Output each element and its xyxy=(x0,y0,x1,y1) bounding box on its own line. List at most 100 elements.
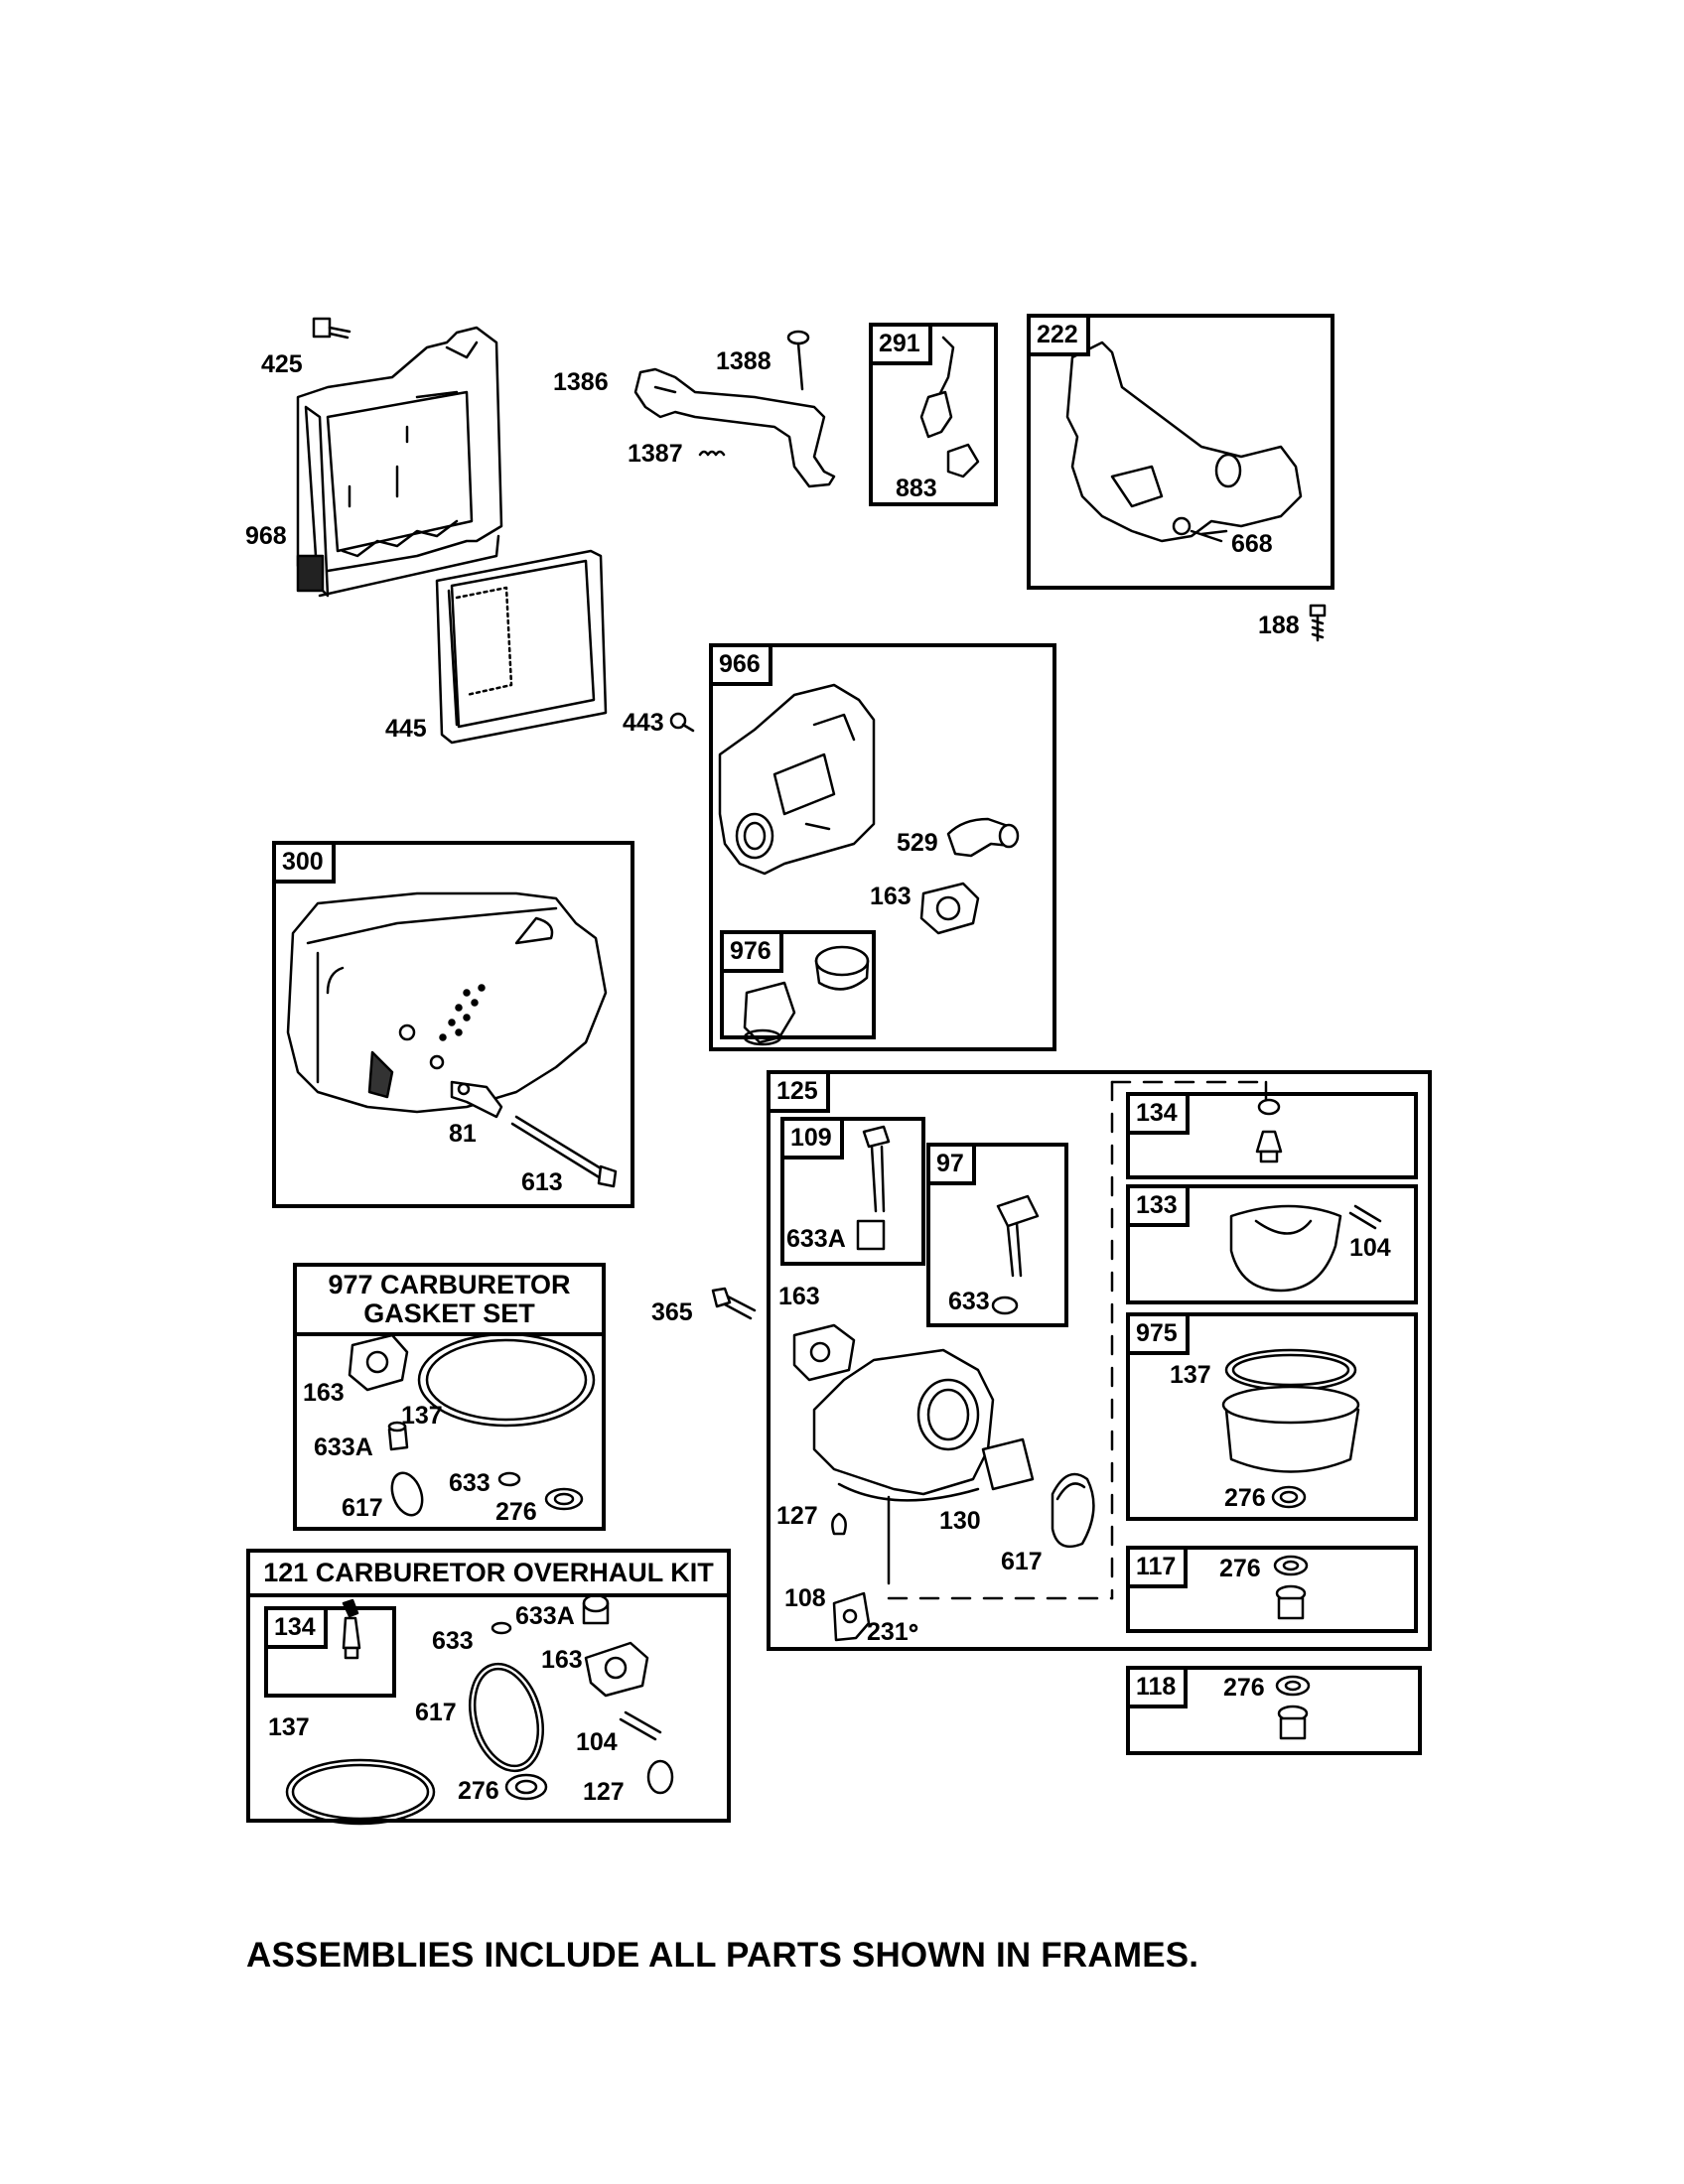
callout-104-133: 104 xyxy=(1349,1234,1391,1262)
screw-613-drawing xyxy=(512,1117,616,1186)
callout-445: 445 xyxy=(385,715,427,743)
air-cleaner-base-968-drawing xyxy=(298,328,501,596)
callout-617-125: 617 xyxy=(1001,1548,1043,1575)
elbow-529-drawing xyxy=(948,819,1018,856)
frame-97: 97 xyxy=(926,1143,1068,1327)
carburetor-body-drawing xyxy=(794,1325,1093,1640)
callout-617-gasket-set: 617 xyxy=(342,1494,383,1522)
spring-1387-drawing xyxy=(700,452,724,455)
callout-633-gasket-set: 633 xyxy=(449,1469,491,1497)
callout-137-gasket-set: 137 xyxy=(401,1402,443,1430)
callout-188: 188 xyxy=(1258,612,1300,639)
callout-365: 365 xyxy=(651,1298,693,1326)
callout-276-118: 276 xyxy=(1223,1674,1265,1702)
callout-127-kit: 127 xyxy=(583,1778,625,1806)
callout-137-kit: 137 xyxy=(268,1713,310,1741)
frame-tag-976: 976 xyxy=(720,930,783,973)
frame-tag-117: 117 xyxy=(1126,1546,1189,1588)
callout-130: 130 xyxy=(939,1507,981,1535)
frame-121-overhaul-kit: 121 CARBURETOR OVERHAUL KIT xyxy=(246,1549,731,1823)
shaft-109-drawing xyxy=(858,1127,889,1249)
frame-291: 291 xyxy=(869,323,998,506)
frame-tag-125: 125 xyxy=(767,1070,830,1113)
frame-tag-97: 97 xyxy=(926,1143,976,1185)
air-filter-445-drawing xyxy=(437,551,606,743)
callout-163-gasket-set: 163 xyxy=(303,1379,345,1407)
frame-222: 222 xyxy=(1027,314,1334,590)
callout-633A-gasket-set: 633A xyxy=(314,1433,373,1461)
callout-231: 231 xyxy=(867,1618,909,1646)
callout-276-gasket-set: 276 xyxy=(495,1498,537,1526)
shaft-97-drawing xyxy=(993,1196,1038,1313)
callout-163-125: 163 xyxy=(778,1283,820,1310)
float-133-drawing xyxy=(1231,1206,1380,1291)
callout-1387: 1387 xyxy=(628,440,683,468)
callout-276-117: 276 xyxy=(1219,1555,1261,1582)
gasket-163-drawing xyxy=(921,884,978,933)
callout-613: 613 xyxy=(521,1168,563,1196)
frame-133: 133 xyxy=(1126,1184,1418,1304)
callout-276-kit: 276 xyxy=(458,1777,499,1805)
screw-117-drawing xyxy=(1275,1557,1307,1618)
frame-tag-975: 975 xyxy=(1126,1312,1190,1355)
kit-title-977: 977 CARBURETOR GASKET SET xyxy=(293,1263,606,1337)
frame-117: 117 xyxy=(1126,1546,1418,1633)
screw-425-drawing xyxy=(314,319,350,338)
screw-443-drawing xyxy=(671,714,693,731)
callout-425: 425 xyxy=(261,350,303,378)
connector-dashed-lines xyxy=(889,1082,1266,1598)
switch-291-drawing xyxy=(921,338,978,477)
callout-633-kit: 633 xyxy=(432,1627,474,1655)
bracket-966-drawing xyxy=(720,685,874,874)
callout-633-97: 633 xyxy=(948,1288,990,1315)
kit-title-121: 121 CARBURETOR OVERHAUL KIT xyxy=(246,1549,731,1598)
frame-tag-222: 222 xyxy=(1027,314,1090,356)
frame-tag-300: 300 xyxy=(272,841,336,884)
frame-tag-133: 133 xyxy=(1126,1184,1190,1227)
needle-134-drawing xyxy=(1257,1100,1281,1161)
callout-81: 81 xyxy=(449,1120,477,1148)
frame-977-gasket-set: 977 CARBURETOR GASKET SET xyxy=(293,1263,606,1531)
callout-163-kit: 163 xyxy=(541,1646,583,1674)
callout-968: 968 xyxy=(245,522,287,550)
kit-title-977-line2: GASKET SET xyxy=(363,1298,535,1329)
callout-276-975: 276 xyxy=(1224,1484,1266,1512)
bracket-222-drawing xyxy=(1067,342,1301,541)
leader-668 xyxy=(1201,531,1226,534)
screw-118-drawing xyxy=(1277,1677,1309,1738)
callout-1386: 1386 xyxy=(553,368,609,396)
frame-134-kit: 134 xyxy=(264,1606,396,1698)
callout-137-975: 137 xyxy=(1170,1361,1211,1389)
screw-188-drawing xyxy=(1311,606,1325,640)
callout-443: 443 xyxy=(623,709,664,737)
screw-365-drawing xyxy=(713,1289,755,1318)
frame-109: 109 xyxy=(780,1117,925,1266)
callout-163-966: 163 xyxy=(870,883,912,910)
frame-tag-109: 109 xyxy=(780,1117,844,1160)
callout-127-125: 127 xyxy=(776,1502,818,1530)
lock-plate-81-drawing xyxy=(452,1082,501,1117)
muffler-300-drawing xyxy=(288,893,606,1112)
screw-1388-drawing xyxy=(788,332,808,389)
callout-668: 668 xyxy=(1231,530,1273,558)
callout-108: 108 xyxy=(784,1584,826,1612)
callout-1388: 1388 xyxy=(716,347,772,375)
frame-134: 134 xyxy=(1126,1092,1418,1179)
frame-tag-118: 118 xyxy=(1126,1666,1189,1708)
frame-300: 300 xyxy=(272,841,634,1208)
frame-tag-134: 134 xyxy=(1126,1092,1190,1135)
callout-633A-109: 633A xyxy=(786,1225,846,1253)
filter-976-drawing xyxy=(745,947,868,1044)
callout-617-kit: 617 xyxy=(415,1699,457,1726)
frame-976: 976 xyxy=(720,930,876,1039)
frame-tag-291: 291 xyxy=(869,323,932,365)
frame-966: 966 xyxy=(709,643,1056,1051)
frame-975: 975 xyxy=(1126,1312,1418,1521)
frame-tag-134-kit: 134 xyxy=(264,1606,328,1649)
gasket-set-drawing xyxy=(350,1334,594,1519)
callout-529: 529 xyxy=(897,829,938,857)
frame-tag-966: 966 xyxy=(709,643,772,686)
lever-1386-drawing xyxy=(635,369,834,486)
overhaul-kit-drawing xyxy=(287,1595,672,1824)
